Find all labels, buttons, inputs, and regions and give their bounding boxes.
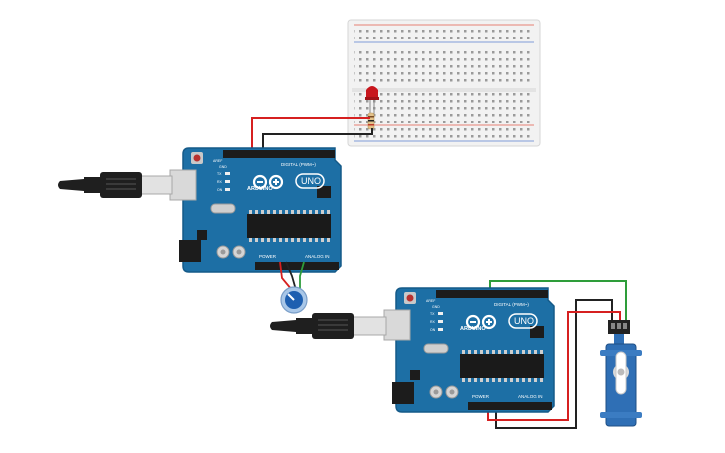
potentiometer-icon[interactable] — [280, 286, 308, 314]
tx-label: TX — [217, 172, 222, 176]
board-brand: ARDUINO — [247, 186, 273, 192]
digital-label: DIGITAL (PWM~) — [494, 302, 529, 307]
board-brand: ARDUINO — [460, 326, 486, 332]
power-jack-1 — [179, 240, 201, 262]
wire-pot-red[interactable] — [279, 261, 293, 291]
digital-label: DIGITAL (PWM~) — [281, 162, 316, 167]
arduino-board-2: ARDUINO UNO DIGITAL (PWM~) POWER ANALOG … — [394, 286, 556, 414]
wire-servo-red[interactable] — [487, 311, 621, 421]
wire-led-black[interactable] — [262, 128, 373, 154]
aref-label: AREF — [213, 159, 222, 163]
wire-led-red[interactable] — [251, 117, 370, 154]
aref-label: AREF — [426, 299, 435, 303]
on-label: ON — [430, 328, 436, 332]
rx-label: RX — [217, 180, 223, 184]
breadboard — [347, 19, 541, 147]
analog-label: ANALOG IN — [518, 394, 543, 399]
power-label: POWER — [472, 394, 490, 399]
board-model: UNO — [301, 176, 321, 186]
power-label: POWER — [259, 254, 277, 259]
wire-servo-black[interactable] — [495, 299, 613, 429]
on-label: ON — [217, 188, 223, 192]
analog-label: ANALOG IN — [305, 254, 330, 259]
tx-label: TX — [430, 312, 435, 316]
led-icon[interactable] — [365, 86, 379, 116]
gnd-label: GND — [432, 305, 440, 309]
board-model: UNO — [514, 316, 534, 326]
gnd-label: GND — [219, 165, 227, 169]
usb-port-1 — [169, 169, 197, 201]
wire-pot-black[interactable] — [285, 261, 297, 291]
power-jack-2 — [392, 382, 414, 404]
usb-cable-icon[interactable] — [270, 313, 387, 339]
rx-label: RX — [430, 320, 436, 324]
arduino-board-1: ARDUINO UNO DIGITAL (PWM~) POWER ANALOG … — [181, 146, 343, 274]
wire-pot-green[interactable] — [299, 261, 305, 290]
usb-cable-icon[interactable] — [58, 172, 173, 198]
resistor-icon[interactable] — [367, 112, 375, 130]
usb-port-2 — [383, 309, 411, 341]
servo-icon[interactable] — [600, 320, 642, 427]
